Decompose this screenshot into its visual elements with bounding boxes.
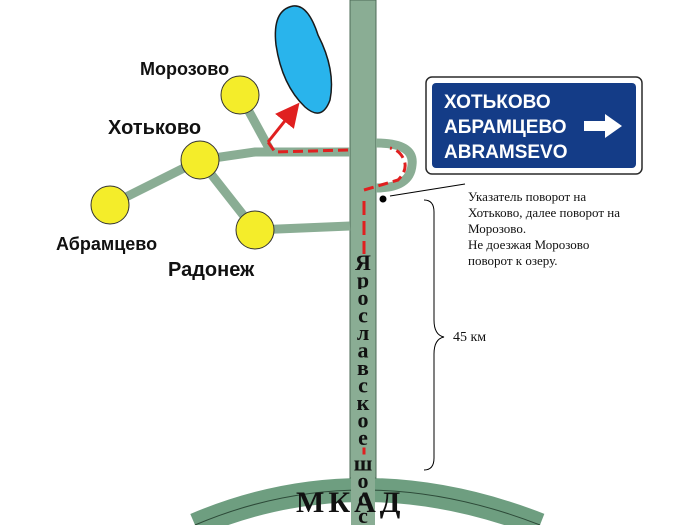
highway-letter-bg	[351, 254, 375, 273]
road-to-radonezh	[196, 157, 351, 235]
distance-label: 45 км	[453, 330, 486, 345]
highway-letter-bg	[351, 472, 375, 491]
highway-letter: Я	[355, 250, 371, 275]
note-line-5: поворот к озеру.	[468, 253, 558, 268]
highway-letter: с	[358, 373, 368, 398]
highway-letter-bg	[351, 394, 375, 413]
note-line-1: Указатель поворот на	[468, 189, 586, 204]
distance-brace	[423, 199, 445, 471]
town-label-morozovo: Морозово	[140, 59, 229, 79]
lake-arrow	[266, 102, 300, 143]
highway-letter-bg	[351, 489, 375, 508]
highway-letter-bg	[351, 289, 375, 308]
highway-letter: с	[358, 503, 368, 525]
sign-line-3: ABRAMSEVO	[444, 142, 568, 163]
road-sign: ХОТЬКОВО АБРАМЦЕВО ABRAMSEVO	[425, 76, 643, 175]
highway-letter: о	[358, 408, 369, 433]
highway-letter-bg	[351, 454, 375, 473]
highway-letter: л	[357, 320, 369, 345]
sign-arrow-icon	[584, 114, 622, 138]
sign-line-1: ХОТЬКОВО	[444, 92, 551, 113]
highway-letter: с	[358, 303, 368, 328]
highway-letter-bg	[351, 359, 375, 378]
lake	[274, 5, 333, 114]
highway-letter: ш	[354, 451, 373, 476]
town-label-abramtsevo: Абрамцево	[56, 234, 157, 254]
highway-letter-bg	[351, 306, 375, 325]
town-marker-khotkovo	[180, 140, 220, 180]
note-line-4: Не доезжая Морозово	[468, 237, 589, 252]
highway-letter-bg	[351, 507, 375, 525]
town-marker-radonezh	[235, 210, 275, 250]
town-marker-abramtsevo	[90, 185, 130, 225]
highway-letter-bg	[351, 429, 375, 448]
note-line-3: Морозово.	[468, 221, 526, 236]
town-label-radonezh: Радонеж	[168, 259, 255, 281]
overpass-loop	[375, 138, 417, 193]
highway-name: Ярославскоешоссе	[351, 250, 375, 525]
highway-letter: е	[358, 425, 368, 450]
turn-point	[379, 195, 387, 203]
mkad-label: МКАД	[296, 486, 404, 519]
note-pointer	[389, 183, 466, 197]
note-line-2: Хотьково, далее поворот на	[468, 205, 620, 220]
highway-letter: р	[357, 268, 369, 293]
sign-line-2: АБРАМЦЕВО	[444, 117, 567, 138]
highway-letter-bg	[351, 271, 375, 290]
town-label-khotkovo: Хотьково	[108, 117, 201, 139]
highway-letter-bg	[351, 341, 375, 360]
highway-letter-bg	[351, 324, 375, 343]
highway-letter: а	[358, 338, 369, 363]
highway-letter-bg	[351, 411, 375, 430]
town-marker-morozovo	[220, 75, 260, 115]
highway-letter: с	[358, 486, 368, 511]
highway-letter-bg	[351, 376, 375, 395]
highway-letter: о	[358, 468, 369, 493]
highway-letter: е	[358, 521, 368, 525]
highway-letter: к	[357, 390, 370, 415]
highway-letter: о	[358, 285, 369, 310]
route-to-lake	[266, 141, 349, 154]
highway-letter: в	[357, 355, 369, 380]
